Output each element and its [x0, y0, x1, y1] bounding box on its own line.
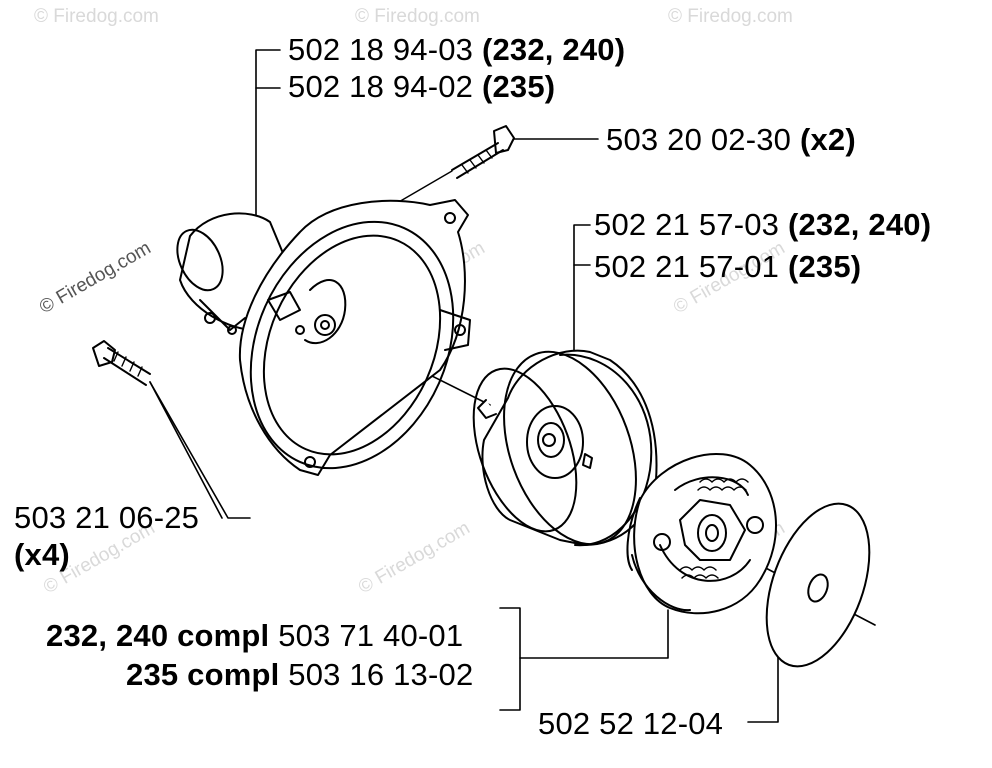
small-screw-quantity: (x2) — [799, 122, 856, 157]
clutch-part-number-b: 503 16 13-02 — [288, 657, 474, 692]
small-screw-part-number: 503 20 02-30 — [606, 122, 792, 157]
washer — [765, 502, 871, 668]
long-screw — [92, 340, 151, 386]
watermark: © Firedog.com — [34, 6, 159, 27]
drum-models-b: (235) — [787, 249, 862, 284]
drum-part-number-a: 502 21 57-03 — [594, 207, 780, 242]
small-screw-label: 503 20 02-30 (x2) — [606, 123, 856, 157]
watermark: © Firedog.com — [668, 6, 793, 27]
long-screw-part-number: 503 21 06-25 — [14, 500, 200, 535]
housing-models-a: (232, 240) — [481, 32, 626, 67]
drum-label-b: 502 21 57-01 (235) — [594, 250, 861, 284]
clutch-models-a: 232, 240 compl — [46, 618, 270, 653]
housing-label-a: 502 18 94-03 (232, 240) — [288, 33, 625, 67]
clutch-label-a: 232, 240 compl 503 71 40-01 — [46, 619, 463, 653]
drum-part-number-b: 502 21 57-01 — [594, 249, 780, 284]
clutch-assembly — [626, 452, 777, 615]
small-screw — [384, 125, 515, 211]
clutch-housing — [176, 199, 471, 476]
clutch-drum — [472, 349, 658, 547]
housing-part-number-a: 502 18 94-03 — [288, 32, 474, 67]
clutch-label-b: 235 compl 503 16 13-02 — [126, 658, 473, 692]
washer-label: 502 52 12-04 — [538, 707, 723, 741]
housing-label-b: 502 18 94-02 (235) — [288, 70, 555, 104]
clutch-models-b: 235 compl — [126, 657, 280, 692]
housing-part-number-b: 502 18 94-02 — [288, 69, 474, 104]
drum-models-a: (232, 240) — [787, 207, 932, 242]
watermark: © Firedog.com — [355, 6, 480, 27]
drum-label-a: 502 21 57-03 (232, 240) — [594, 208, 931, 242]
long-screw-quantity: (x4) — [14, 537, 70, 572]
long-screw-quantity-label: (x4) — [14, 538, 70, 572]
clutch-part-number-a: 503 71 40-01 — [278, 618, 464, 653]
long-screw-label: 503 21 06-25 — [14, 501, 199, 535]
washer-part-number: 502 52 12-04 — [538, 706, 724, 741]
housing-models-b: (235) — [481, 69, 556, 104]
